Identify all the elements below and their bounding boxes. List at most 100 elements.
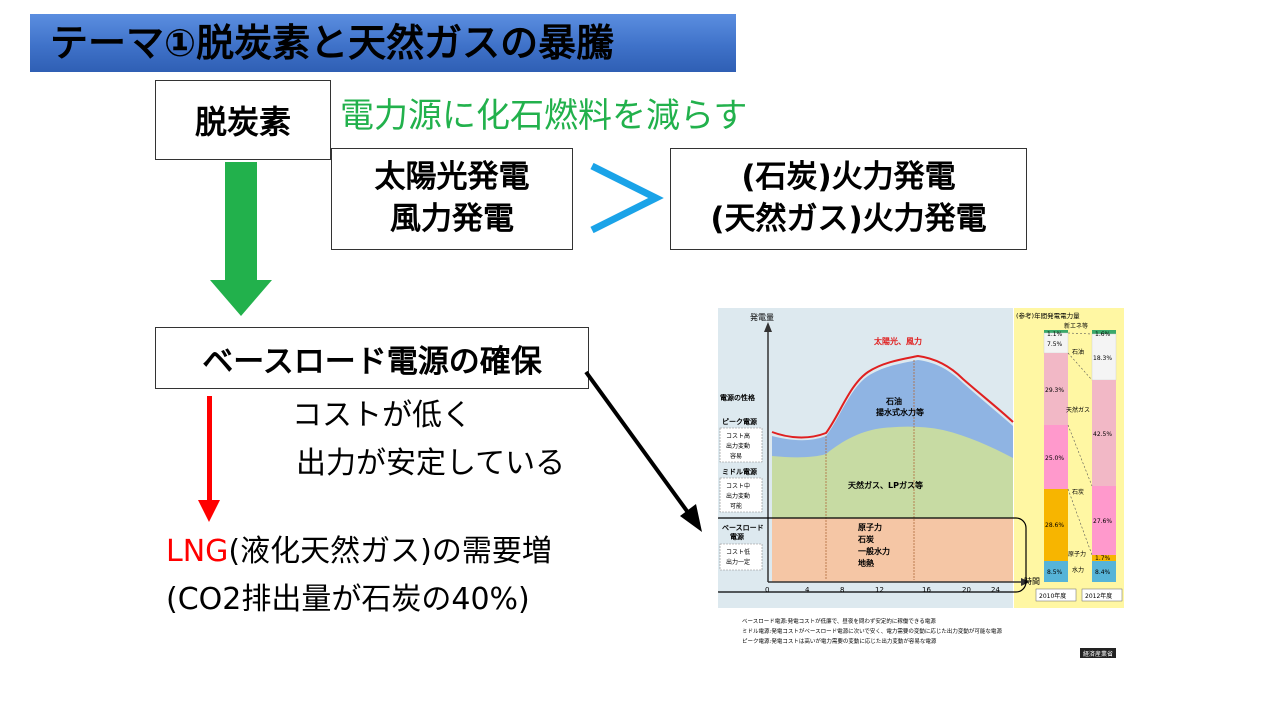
reason-line-2: 出力が安定している [296,446,566,481]
connector-coal [1067,424,1093,487]
base-area [772,518,1013,582]
ref-label-nuclear: 原子力 [1068,550,1086,558]
greater-than-icon [590,162,664,234]
baseload-power-box: ベースロード電源の確保 [155,327,589,389]
bar-2012 [1091,330,1117,582]
y-axis-label: 発電量 [750,313,774,322]
co2-note: (CO2排出量が石炭の40%) [166,582,530,617]
peak-desc-1: コスト高 [726,432,750,440]
peak-desc-3: 容易 [730,452,742,460]
renewable-box: 太陽光発電 風力発電 [331,148,573,250]
x-tick-labels: 0 4 8 12 16 20 24 [765,586,1000,594]
ref-label-coal: 石炭 [1072,489,1084,496]
slide-title: テーマ①脱炭素と天然ガスの暴騰 [30,14,736,72]
year-2012-label: 2012年度 [1085,592,1112,600]
reason-line-1: コストが低く [292,398,472,433]
year-2010-box [1035,588,1077,602]
pct-2012-gas: 42.5% [1093,431,1112,438]
bar-2010-coal [1044,425,1068,489]
x-axis-label: 時間 [1024,577,1040,586]
year-2012-box [1081,588,1123,602]
ref-label-hydro: 水力 [1072,566,1084,574]
base-area-label-1: 原子力 [858,522,882,532]
source-badge [1080,648,1116,658]
base-area-label-2: 石炭 [857,534,874,544]
connector-oil [1067,332,1093,335]
x-tick-0: 0 [765,586,769,594]
decarbonization-box: 脱炭素 [155,80,331,160]
solar-wind-line [771,354,1014,439]
base-source-name-2: 電源 [730,532,744,541]
middle-source-name: ミドル電源 [722,467,757,476]
source-label: 経済産業省 [1083,650,1113,658]
bar-2012-hydro [1092,561,1116,582]
thermal-gas: (天然ガス)火力発電 [710,201,987,237]
bar-2012-oil [1091,333,1117,381]
bar-2010-nuclear [1044,489,1068,561]
pct-2010-labels: 1.1% 7.5% 29.3% 25.0% 28.6% 8.5% [1045,331,1064,576]
peak-area-label-1: 石油 [885,396,902,406]
red-down-arrow-icon [198,396,220,522]
middle-area [772,426,1013,518]
bar-2012-new-energy [1092,330,1116,334]
pct-2012-coal: 27.6% [1093,518,1112,525]
lng-highlight: LNG [166,534,229,569]
year-2010-label: 2010年度 [1039,592,1066,600]
x-tick-24: 24 [991,586,1000,594]
footnote-middle: ミドル電源:発電コストがベースロード電源に次いで安く、電力需要の変動に応じた出力… [742,627,1002,635]
middle-area-label: 天然ガス、LPガス等 [848,480,923,490]
nature-header: 電源の性格 [720,393,756,402]
baseload-highlight-box [718,517,1027,593]
bar-2010-hydro [1044,561,1068,582]
pct-2012-nuclear: 1.7% [1095,555,1111,562]
baseload-power-label: ベースロード電源の確保 [202,343,542,380]
base-desc-box [719,543,763,571]
decarbonization-description: 電力源に化石燃料を減らす [340,96,748,136]
renewable-solar: 太陽光発電 [374,159,530,196]
footnote-peak: ピーク電源:発電コストは高いが電力需要の変動に応じた出力変動が容易な電源 [742,637,937,645]
renewable-wind: 風力発電 [390,201,514,237]
pct-2012-labels: 1.6% 18.3% 42.5% 27.6% 1.7% 8.4% [1093,331,1112,576]
footnote-baseload: ベースロード電源:発電コストが低廉で、昼夜を問わず安定的に稼働できる電源 [742,617,936,625]
peak-desc-2: 出力変動 [726,442,750,450]
lng-description: (液化天然ガス)の需要増 [228,534,552,569]
x-tick-4: 4 [805,586,810,594]
green-down-arrow-icon [210,162,272,316]
thermal-coal: (石炭)火力発電 [741,159,956,196]
solar-wind-label: 太陽光、風力 [873,336,922,346]
pct-2010-hydro: 8.5% [1047,569,1063,576]
bar-2010 [1043,330,1069,582]
pct-2010-gas: 29.3% [1045,387,1064,394]
bar-2010-new-energy [1044,330,1068,333]
middle-desc-1: コスト中 [726,482,750,490]
base-source-name-1: ベースロード [722,524,764,532]
x-tick-8: 8 [840,586,844,594]
base-area-label-4: 地熱 [858,558,874,568]
ref-label-gas: 天然ガス [1066,406,1090,414]
load-curve-figure: 発電量 時間 太陽光、風力 石油 揚水式水力等 天然ガス、LPガス等 原子力 石… [718,308,1124,660]
pct-2010-nuclear: 28.6% [1045,522,1064,529]
base-desc-2: 出力一定 [726,558,750,566]
pct-2010-oil: 7.5% [1047,341,1063,348]
x-tick-12: 12 [875,586,884,594]
peak-area-label-2: 揚水式水力等 [876,407,924,417]
pct-2012-new-energy: 1.6% [1095,331,1111,338]
thermal-box: (石炭)火力発電 (天然ガス)火力発電 [670,148,1027,250]
decarbonization-label: 脱炭素 [194,103,291,141]
pct-2012-hydro: 8.4% [1095,569,1111,576]
peak-source-name: ピーク電源 [722,417,757,426]
reference-title: (参考)年間発電電力量 [1016,311,1080,320]
bar-connectors [1067,332,1093,556]
x-tick-20: 20 [962,586,971,594]
bar-2012-coal [1092,486,1116,555]
lng-demand-text: LNG(液化天然ガス)の需要増 [166,532,552,573]
bar-2012-gas [1092,380,1116,486]
pct-2010-coal: 25.0% [1045,455,1064,462]
bar-2012-nuclear [1092,555,1116,561]
bar-2010-gas [1044,353,1068,425]
base-area-label-3: 一般水力 [858,546,890,556]
pct-2010-new-energy: 1.1% [1047,331,1063,338]
pct-2012-oil: 18.3% [1093,355,1112,362]
ref-label-new-energy: 新エネ等 [1064,322,1088,330]
base-desc-1: コスト低 [726,548,750,556]
